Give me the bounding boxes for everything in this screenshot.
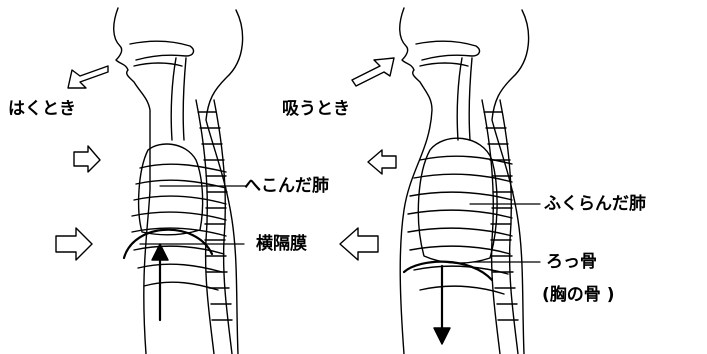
inhale-lung (418, 138, 497, 263)
inhale-abdomen-arrow (340, 228, 378, 260)
exhale-abdomen-arrow (56, 228, 92, 260)
exhale-spine (196, 100, 232, 354)
inhale-figure (400, 8, 540, 354)
rib-note-label: (胸の骨 ) (542, 285, 614, 305)
diaphragm-label: 横隔膜 (256, 234, 307, 254)
inhale-down-arrow (434, 266, 450, 344)
inhale-chest-arrow (368, 150, 396, 174)
exhale-figure (114, 8, 246, 354)
exhale-breath-out-arrow (68, 66, 108, 88)
inhale-diaphragm (404, 262, 492, 280)
inhale-spine (482, 100, 518, 354)
exhale-title: はくとき (8, 99, 76, 119)
rib-label: ろっ骨 (546, 252, 597, 272)
inhale-breath-in-arrow (352, 58, 394, 86)
inhale-title: 吸うとき (282, 99, 350, 119)
exhale-chest-arrow (74, 146, 100, 172)
deflated-lung-label: へこんだ肺 (244, 176, 329, 196)
exhale-ribs (132, 164, 226, 290)
inflated-lung-label: ふくらんだ肺 (544, 194, 646, 214)
